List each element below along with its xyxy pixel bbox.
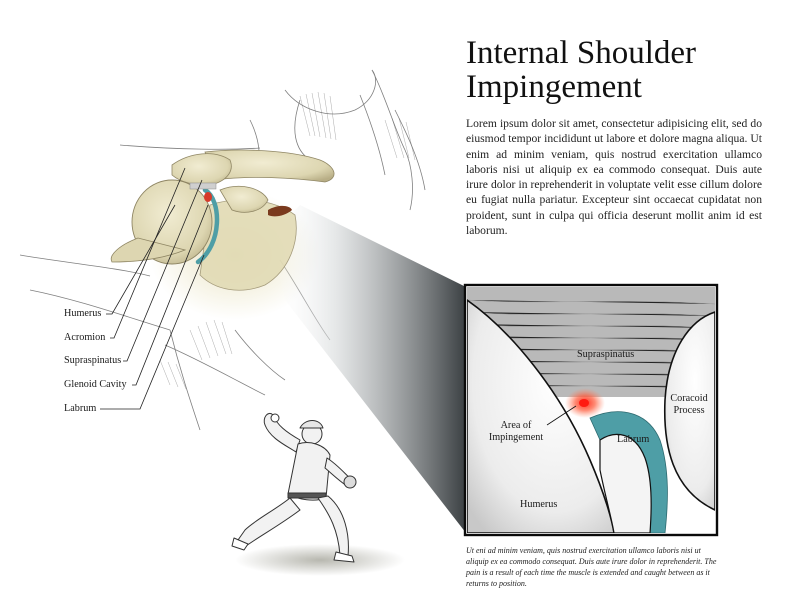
inset-label-labrum: Labrum [617, 434, 650, 445]
title-line-1: Internal Shoulder [466, 35, 697, 71]
coracoid-line-1: Coracoid [670, 393, 708, 404]
label-acromion: Acromion [64, 332, 106, 343]
page-title: Internal Shoulder Impingement [466, 36, 766, 104]
area-line-2: Impingement [488, 431, 544, 443]
neck-hatching [159, 91, 416, 390]
body-paragraph: Lorem ipsum dolor sit amet, consectetur … [466, 117, 762, 238]
magnification-beam [270, 205, 466, 533]
humerus-shaft [110, 237, 187, 263]
coracoid-line-2: Process [673, 404, 705, 416]
inset-label-coracoid-process: Coracoid Process [664, 393, 714, 416]
impingement-spot [204, 192, 212, 202]
inset-coracoid [663, 311, 715, 511]
shoulder-anatomy [110, 149, 335, 291]
area-leader-line [546, 405, 577, 426]
inset-label-supraspinatus: Supraspinatus [577, 349, 635, 360]
coracoid [219, 186, 269, 213]
label-labrum: Labrum [64, 403, 97, 414]
pitcher-figure [231, 412, 405, 576]
leader-lines [100, 167, 209, 410]
inset-label-area-of-impingement: Area of Impingement [476, 420, 556, 443]
inset-label-humerus: Humerus [520, 499, 558, 510]
pitcher-shadow [235, 544, 405, 576]
clavicle [204, 149, 335, 183]
title-line-2: Impingement [466, 69, 642, 105]
supraspinatus-band [189, 182, 217, 190]
label-supraspinatus: Supraspinatus [64, 355, 122, 366]
tissue-patch [268, 205, 292, 217]
label-glenoid-cavity: Glenoid Cavity [64, 379, 127, 390]
inset-panel [463, 283, 719, 537]
area-line-1: Area of [500, 420, 532, 431]
inset-caption: Ut eni ad minim veniam, quis nostrud exe… [466, 546, 717, 588]
label-humerus: Humerus [64, 308, 102, 319]
